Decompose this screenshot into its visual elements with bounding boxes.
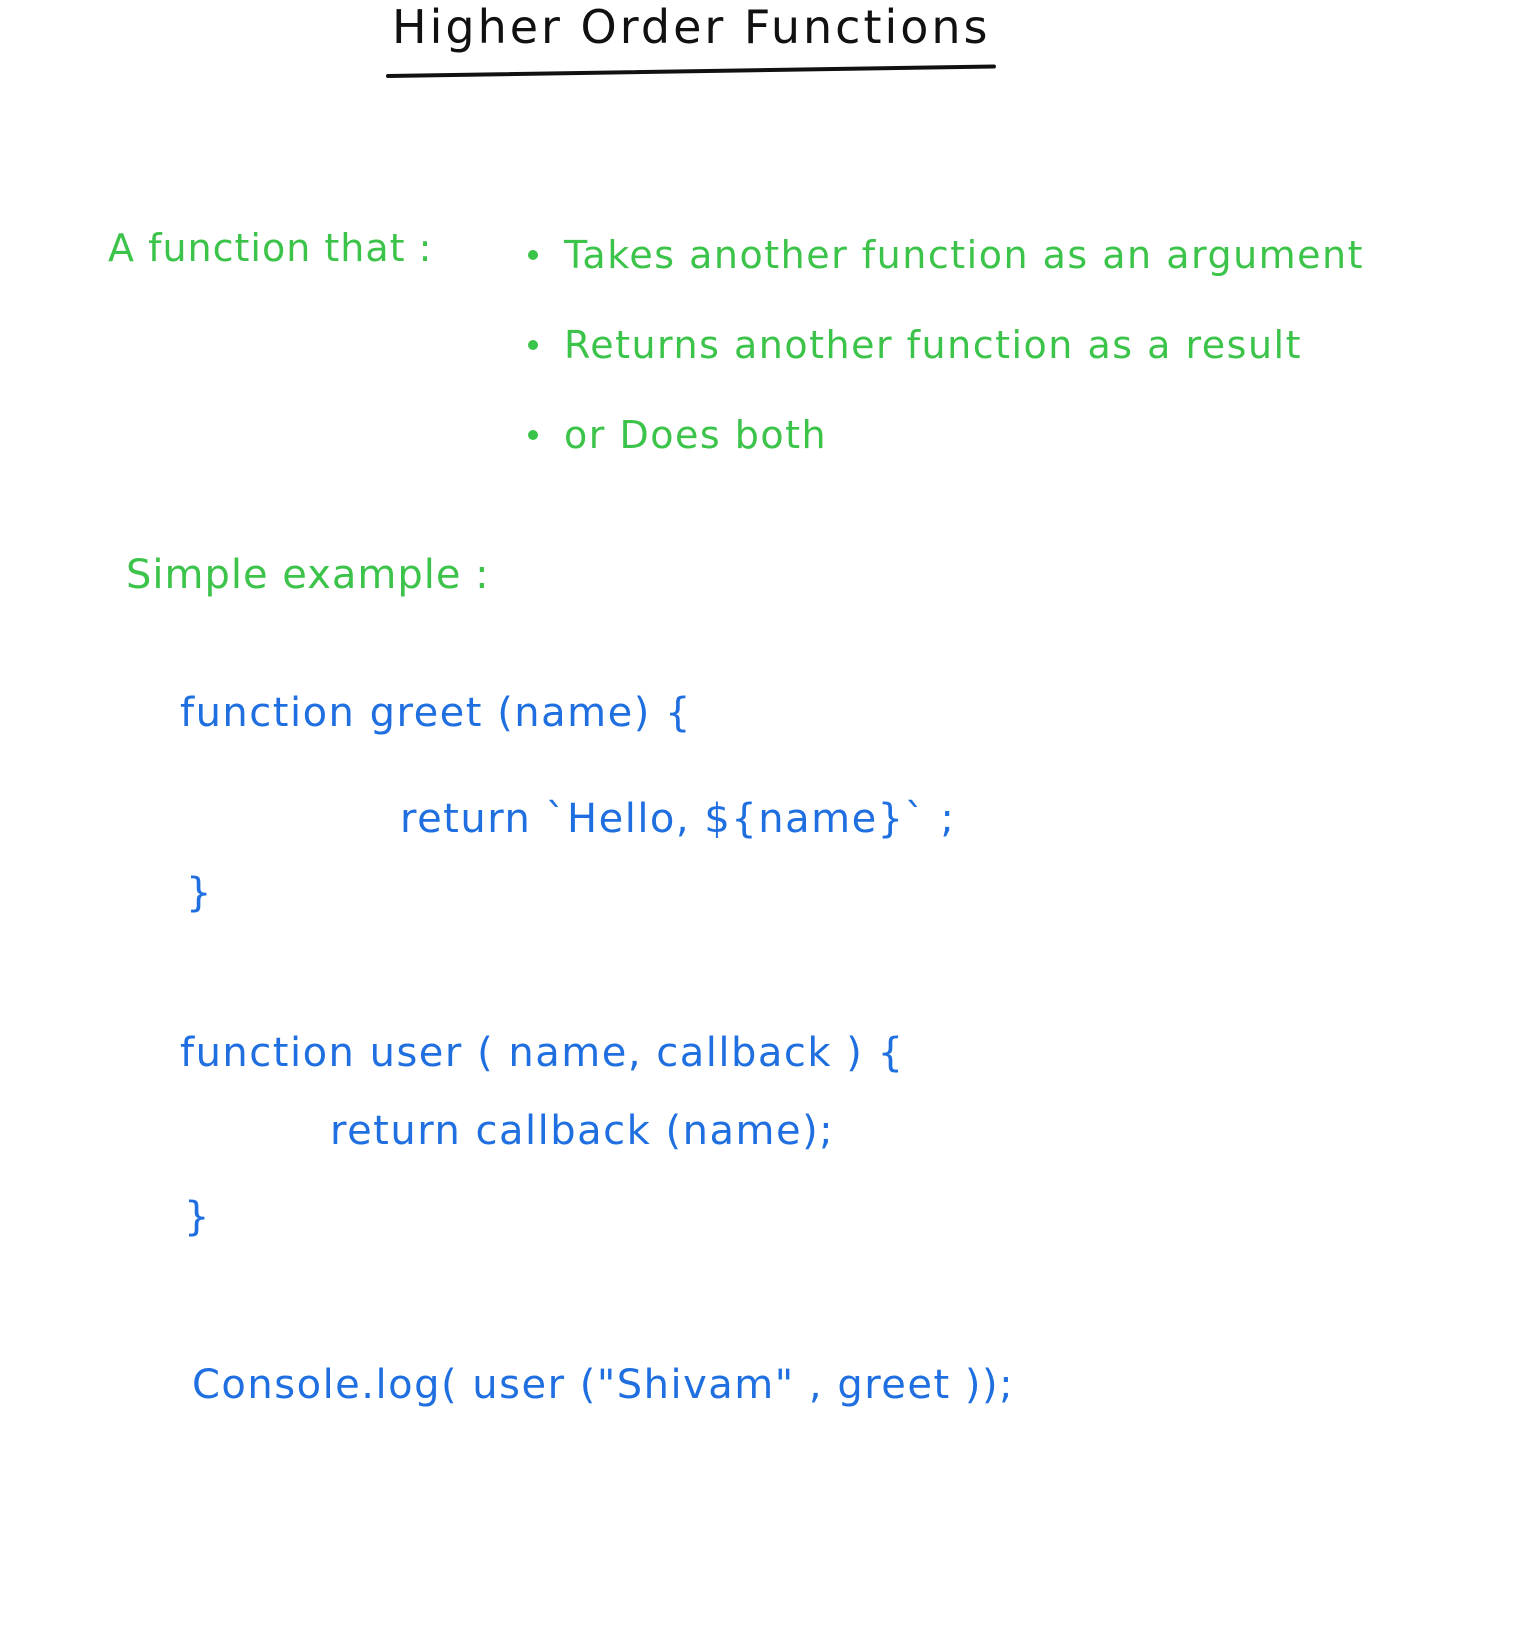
bullet-text: Returns another function as a result	[564, 323, 1302, 367]
bullet-text: Takes another function as an argument	[564, 233, 1365, 277]
code-line: Console.log( user ("Shivam" , greet ));	[192, 1362, 1015, 1408]
bullet-item: or Does both	[528, 390, 1364, 480]
example-label: Simple example :	[126, 552, 490, 598]
definition-label: A function that :	[108, 226, 433, 270]
bullet-item: Takes another function as an argument	[528, 210, 1364, 300]
definition-bullet-list: Takes another function as an argument Re…	[528, 210, 1364, 480]
title-underline	[385, 64, 996, 78]
bullet-item: Returns another function as a result	[528, 300, 1364, 390]
code-line: return `Hello, ${name}` ;	[400, 796, 956, 842]
code-line: }	[186, 870, 213, 916]
bullet-dot-icon	[528, 250, 538, 260]
code-line: }	[184, 1194, 211, 1240]
page-title: Higher Order Functions	[392, 0, 991, 54]
code-line: function greet (name) {	[180, 690, 692, 736]
bullet-dot-icon	[528, 340, 538, 350]
bullet-text: or Does both	[564, 413, 828, 457]
bullet-dot-icon	[528, 430, 538, 440]
code-line: function user ( name, callback ) {	[180, 1030, 905, 1076]
code-line: return callback (name);	[330, 1108, 835, 1154]
